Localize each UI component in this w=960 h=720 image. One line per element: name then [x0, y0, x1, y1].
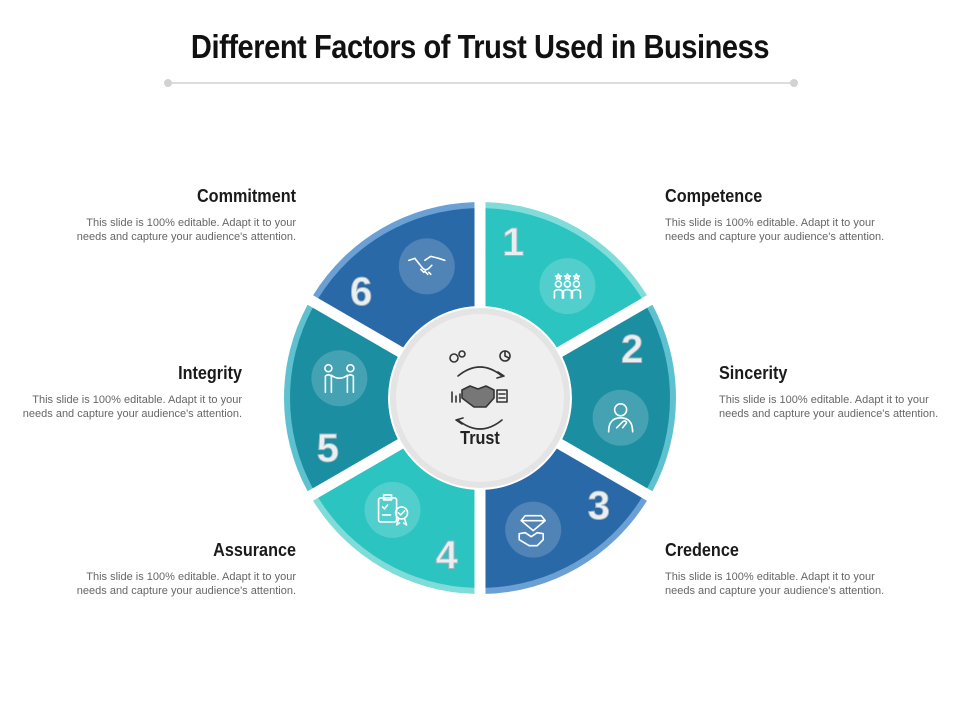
segment-number: 5 — [317, 426, 339, 470]
icon-backdrop — [398, 238, 455, 295]
divider-dot-right — [790, 79, 798, 87]
segment-assurance: 4 — [313, 448, 475, 594]
factor-description: This slide is 100% editable. Adapt it to… — [76, 571, 296, 597]
hand-on-heart-icon — [607, 402, 634, 433]
segment-body — [562, 307, 670, 489]
segment-commitment: 6 — [313, 202, 475, 348]
factor-credence: Credence This slide is 100% editable. Ad… — [665, 540, 895, 598]
people-rope-icon — [324, 363, 355, 394]
factor-description: This slide is 100% editable. Adapt it to… — [22, 394, 242, 420]
icon-backdrop — [364, 481, 421, 538]
factor-commitment: Commitment This slide is 100% editable. … — [66, 186, 296, 244]
segment-body — [318, 208, 475, 348]
handshake-cycle-icon — [449, 350, 511, 430]
clipboard-badge-icon — [377, 494, 409, 526]
handshake-icon — [408, 255, 446, 276]
factor-title: Competence — [665, 186, 763, 206]
factor-integrity: Integrity This slide is 100% editable. A… — [12, 363, 242, 421]
segment-number: 4 — [436, 534, 459, 578]
factor-sincerity: Sincerity This slide is 100% editable. A… — [719, 363, 949, 421]
divider-dot-left — [164, 79, 172, 87]
team-stars-icon — [553, 273, 582, 299]
center-label: Trust — [460, 428, 500, 448]
segment-credence: 3 — [485, 448, 647, 594]
icon-backdrop — [539, 258, 596, 315]
factor-description: This slide is 100% editable. Adapt it to… — [719, 394, 939, 420]
factor-description: This slide is 100% editable. Adapt it to… — [665, 571, 885, 597]
factor-title: Commitment — [196, 186, 296, 206]
segment-number: 3 — [588, 484, 610, 528]
segment-number: 1 — [502, 220, 524, 264]
segment-body — [485, 448, 642, 588]
segment-competence: 1 — [485, 202, 647, 348]
segment-integrity: 5 — [283, 304, 398, 492]
segment-body — [485, 208, 642, 348]
factor-description: This slide is 100% editable. Adapt it to… — [665, 217, 885, 243]
factor-description: This slide is 100% editable. Adapt it to… — [76, 217, 296, 243]
diamond-handshake-icon — [518, 514, 546, 547]
factor-assurance: Assurance This slide is 100% editable. A… — [66, 540, 296, 598]
page-title: Different Factors of Trust Used in Busin… — [190, 28, 770, 65]
title-divider — [168, 82, 794, 84]
segment-sincerity: 2 — [562, 304, 676, 492]
segment-body — [290, 307, 398, 489]
segment-number: 2 — [621, 328, 643, 372]
factor-title: Assurance — [213, 540, 296, 560]
factor-title: Sincerity — [719, 363, 788, 383]
factor-competence: Competence This slide is 100% editable. … — [665, 186, 895, 244]
factor-title: Integrity — [178, 363, 242, 383]
factor-title: Credence — [665, 540, 739, 560]
segment-number: 6 — [350, 270, 372, 314]
